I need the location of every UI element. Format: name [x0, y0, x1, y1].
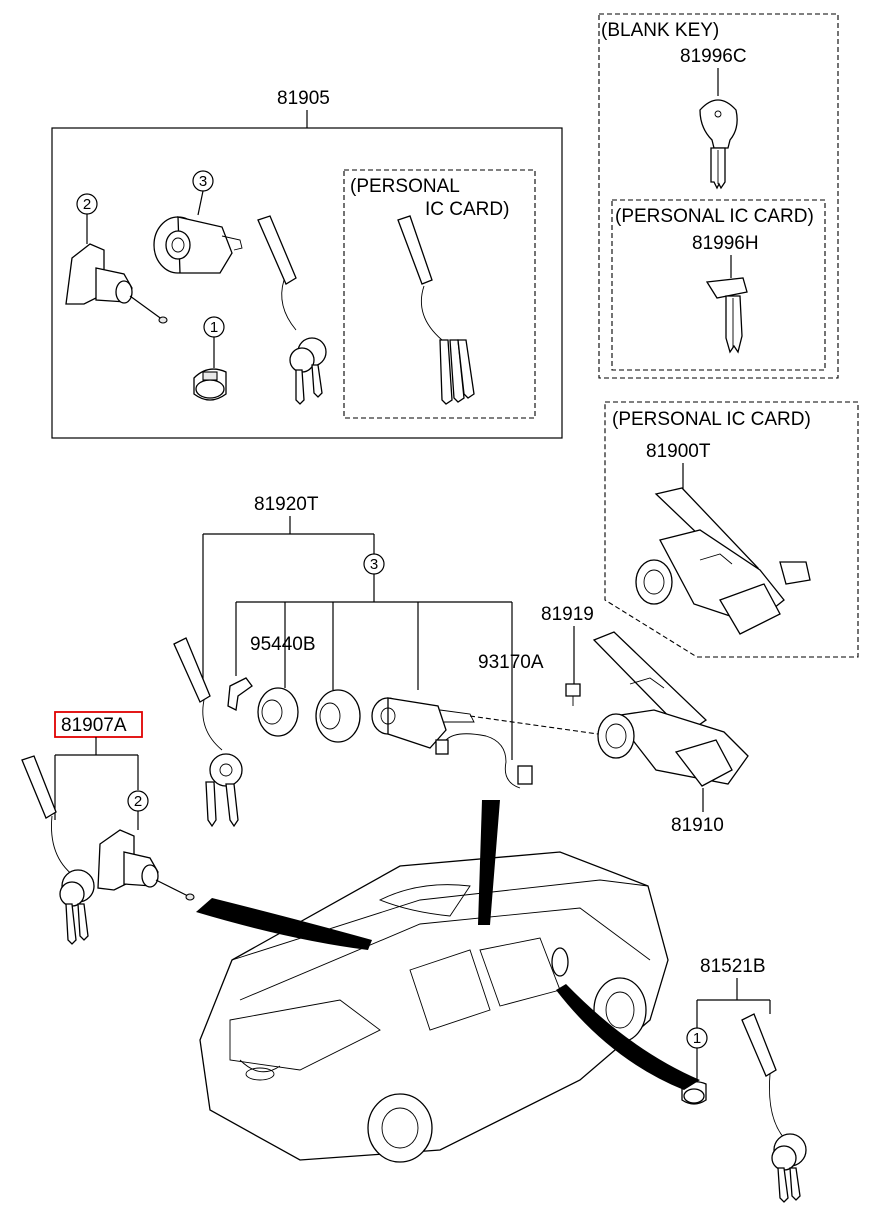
pic-card-key-set-icon	[397, 215, 475, 405]
part-81900T-label[interactable]: 81900T	[646, 441, 711, 462]
svg-text:3: 3	[370, 556, 378, 573]
blank-key-icon	[699, 99, 738, 190]
svg-text:1: 1	[210, 319, 218, 336]
part-81996C-label[interactable]: 81996C	[680, 46, 747, 67]
wiring-harness-icon	[435, 733, 533, 789]
key-set-icon-81521B	[741, 1013, 807, 1203]
svg-text:2: 2	[83, 196, 91, 213]
svg-text:3: 3	[199, 173, 207, 190]
steering-lock-body-icon-81910	[592, 631, 749, 787]
key-set-icon-81905	[257, 215, 327, 405]
key-set-icon-81907A	[21, 755, 95, 945]
part-93170A-label[interactable]: 93170A	[478, 652, 544, 673]
pic-card-inner-line1: (PERSONAL	[350, 176, 460, 197]
pic-card-key-frame	[611, 199, 826, 371]
blank-key-header: (BLANK KEY)	[601, 20, 719, 41]
set-81905-frame	[51, 127, 563, 439]
part-81919-label[interactable]: 81919	[541, 604, 594, 625]
pointer-arrow-rear-lock	[196, 898, 372, 950]
steering-lock-assembly-icon-81900T	[635, 487, 811, 635]
pic-card-inner-frame	[343, 169, 536, 419]
part-81996H-label[interactable]: 81996H	[692, 233, 759, 254]
pic-card-key-icon	[705, 277, 748, 354]
key-fob-icon-81920T	[173, 637, 243, 828]
part-81905-label[interactable]: 81905	[277, 88, 330, 109]
pic-card-lock-header: (PERSONAL IC CARD)	[612, 409, 811, 430]
part-81910-label[interactable]: 81910	[671, 815, 724, 836]
lock-housing-ring-icon	[315, 689, 361, 743]
antenna-coil-icon	[227, 677, 253, 711]
svg-text:2: 2	[134, 793, 142, 810]
pointer-arrow-door-lock	[556, 984, 700, 1090]
ignition-lock-body-icon	[371, 697, 475, 749]
ignition-cylinder-icon	[153, 216, 243, 274]
blank-key-frame	[598, 13, 839, 379]
switch-screw-icon	[565, 683, 581, 706]
part-81521B-label[interactable]: 81521B	[700, 956, 766, 977]
tailgate-cylinder-icon	[193, 368, 227, 401]
part-95440B-label[interactable]: 95440B	[250, 634, 316, 655]
part-81907A-highlight	[54, 711, 143, 738]
pic-card-key-header: (PERSONAL IC CARD)	[615, 206, 814, 227]
part-81907A-label[interactable]: 81907A	[61, 715, 127, 736]
pointer-arrow-ignition	[478, 800, 500, 925]
svg-text:1: 1	[693, 1030, 701, 1047]
immobilizer-ring-icon	[257, 687, 299, 737]
vehicle-outline-icon	[199, 851, 669, 1163]
door-lock-cylinder-icon	[65, 243, 168, 324]
pic-card-inner-line2: IC CARD)	[425, 199, 509, 220]
part-81920T-label[interactable]: 81920T	[254, 494, 319, 515]
pic-card-lock-frame	[604, 401, 859, 658]
door-cylinder-icon-81907A	[97, 829, 195, 901]
